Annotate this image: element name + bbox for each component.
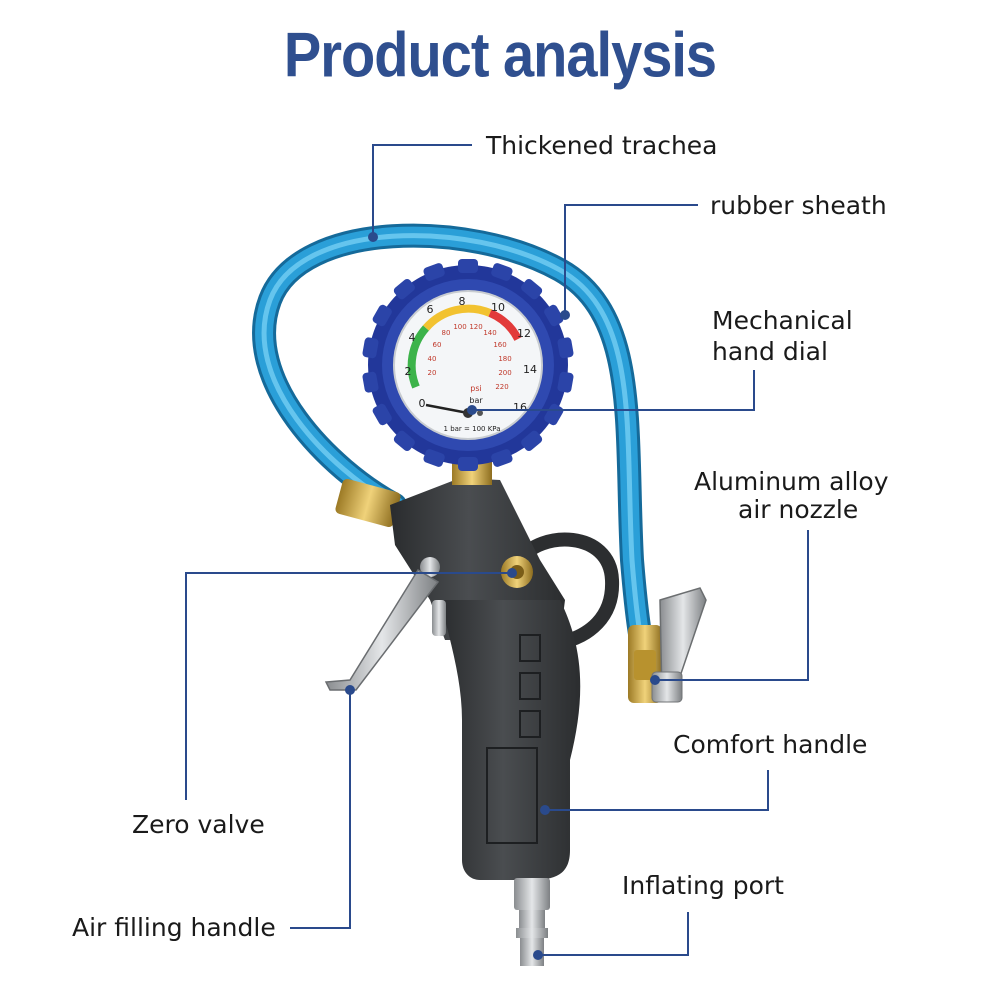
label-zero-valve: Zero valve (132, 810, 265, 839)
air-filling-lever (324, 568, 440, 691)
leader-zero-valve (185, 572, 512, 800)
gauge-psi-tick: 200 (498, 369, 511, 377)
gauge-bar-tick: 4 (409, 331, 416, 344)
page-title: Product analysis (283, 19, 717, 90)
hose (252, 223, 657, 672)
gauge-psi-tick: 20 (428, 369, 437, 377)
leader-thickened-trachea (372, 144, 472, 237)
gauge-bar-tick: 14 (523, 363, 537, 376)
pressure-gauge: 0 2 4 6 8 10 12 14 16 20 40 60 80 100 12… (362, 259, 574, 471)
leader-air-filling-handle (290, 690, 351, 929)
label-aluminum-line2: air nozzle (738, 495, 859, 524)
gauge-bar-tick: 10 (491, 301, 505, 314)
gauge-psi-tick: 220 (495, 383, 508, 391)
label-air-filling-handle: Air filling handle (72, 913, 276, 942)
gauge-conversion: 1 bar = 100 KPa (444, 425, 501, 433)
gauge-unit-psi: psi (470, 384, 481, 393)
gauge-bar-tick: 6 (427, 303, 434, 316)
gauge-bar-tick: 12 (517, 327, 531, 340)
gauge-psi-tick: 160 (493, 341, 506, 349)
label-aluminum-line1: Aluminum alloy (694, 467, 889, 496)
leader-rubber-sheath (564, 204, 698, 315)
gauge-psi-tick: 40 (428, 355, 437, 363)
gauge-unit-bar: bar (469, 396, 483, 405)
label-mechanical-line1: Mechanical (712, 306, 853, 335)
label-thickened-trachea: Thickened trachea (486, 131, 718, 160)
leader-comfort-handle (545, 770, 769, 811)
gauge-psi-tick: 180 (498, 355, 511, 363)
leader-aluminum-nozzle (655, 530, 809, 681)
inflating-port-fitting (514, 878, 550, 966)
leader-mechanical-dial (472, 370, 755, 411)
leader-lines (185, 144, 809, 956)
gauge-psi-tick: 80 (442, 329, 451, 337)
gun-body (390, 478, 620, 880)
leader-dots (345, 232, 660, 960)
gauge-bar-tick: 16 (513, 401, 527, 414)
leader-inflating-port (538, 912, 689, 956)
gauge-bar-tick: 8 (459, 295, 466, 308)
gauge-psi-tick: 100 (453, 323, 466, 331)
label-rubber-sheath: rubber sheath (710, 191, 887, 220)
gauge-psi-tick: 60 (433, 341, 442, 349)
label-mechanical-line2: hand dial (712, 337, 828, 366)
gauge-psi-tick: 120 (469, 323, 482, 331)
gauge-psi-tick: 140 (483, 329, 496, 337)
gauge-bar-tick: 2 (405, 365, 412, 378)
hose-fitting-left (335, 478, 401, 528)
gauge-bar-tick: 0 (419, 397, 426, 410)
label-comfort-handle: Comfort handle (673, 730, 868, 759)
gauge-needle (425, 403, 469, 415)
label-inflating-port: Inflating port (622, 871, 784, 900)
